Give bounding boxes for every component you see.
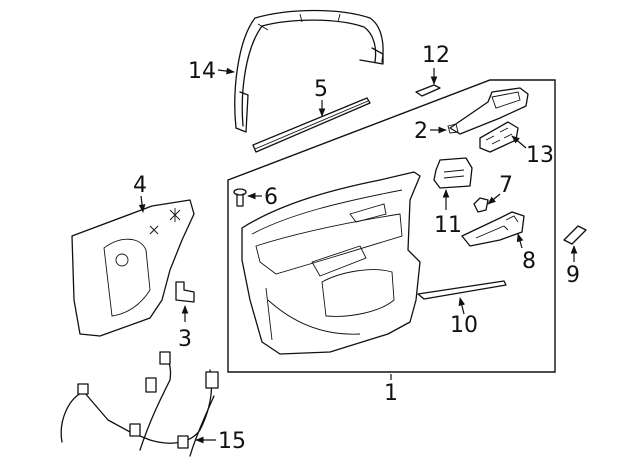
part-12-trim-cap bbox=[415, 84, 441, 97]
assembly-frame bbox=[227, 79, 556, 373]
callout-2: 2 bbox=[414, 119, 428, 144]
part-9-cover-cap bbox=[563, 225, 587, 245]
callout-15: 15 bbox=[218, 429, 246, 454]
callout-5: 5 bbox=[314, 77, 328, 102]
part-5-belt-weatherstrip bbox=[252, 97, 371, 153]
part-8-inside-handle bbox=[461, 211, 525, 247]
callout-9: 9 bbox=[566, 263, 580, 288]
part-6-push-pin bbox=[233, 188, 247, 207]
part-4-water-deflector bbox=[71, 199, 195, 337]
part-7-clip bbox=[473, 197, 489, 213]
part-14-frame-molding bbox=[234, 9, 384, 133]
callout-1: 1 bbox=[384, 381, 398, 406]
part-11-handle-housing bbox=[433, 157, 473, 189]
callout-10: 10 bbox=[450, 313, 478, 338]
callout-3: 3 bbox=[178, 327, 192, 352]
door-trim-panel bbox=[241, 171, 421, 355]
part-3-bracket bbox=[175, 281, 195, 303]
callout-4: 4 bbox=[133, 173, 147, 198]
callout-14: 14 bbox=[188, 59, 216, 84]
callout-11: 11 bbox=[434, 213, 462, 238]
part-10-trim-strip bbox=[417, 280, 507, 300]
part-15-wiring-harness bbox=[60, 351, 219, 457]
callout-13: 13 bbox=[526, 143, 554, 168]
callout-8: 8 bbox=[522, 249, 536, 274]
callout-7: 7 bbox=[499, 173, 513, 198]
callout-6: 6 bbox=[264, 185, 278, 210]
callout-12: 12 bbox=[422, 43, 450, 68]
part-2-switch-bezel bbox=[447, 87, 529, 135]
